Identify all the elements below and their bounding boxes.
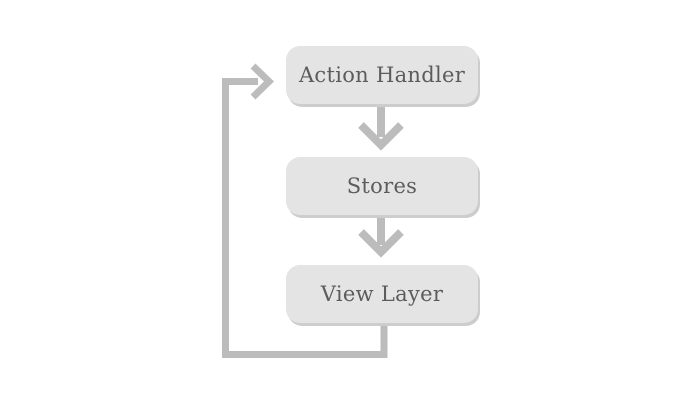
arrow-down-icon (358, 211, 404, 258)
feedback-loop-arrow-icon (222, 63, 388, 358)
node-view-layer: View Layer (286, 265, 478, 323)
node-stores: Stores (286, 157, 478, 215)
node-label: Stores (346, 174, 418, 198)
node-label: View Layer (320, 282, 444, 306)
node-action-handler: Action Handler (286, 46, 478, 104)
node-label: Action Handler (298, 63, 466, 87)
arrow-down-icon (358, 100, 404, 151)
